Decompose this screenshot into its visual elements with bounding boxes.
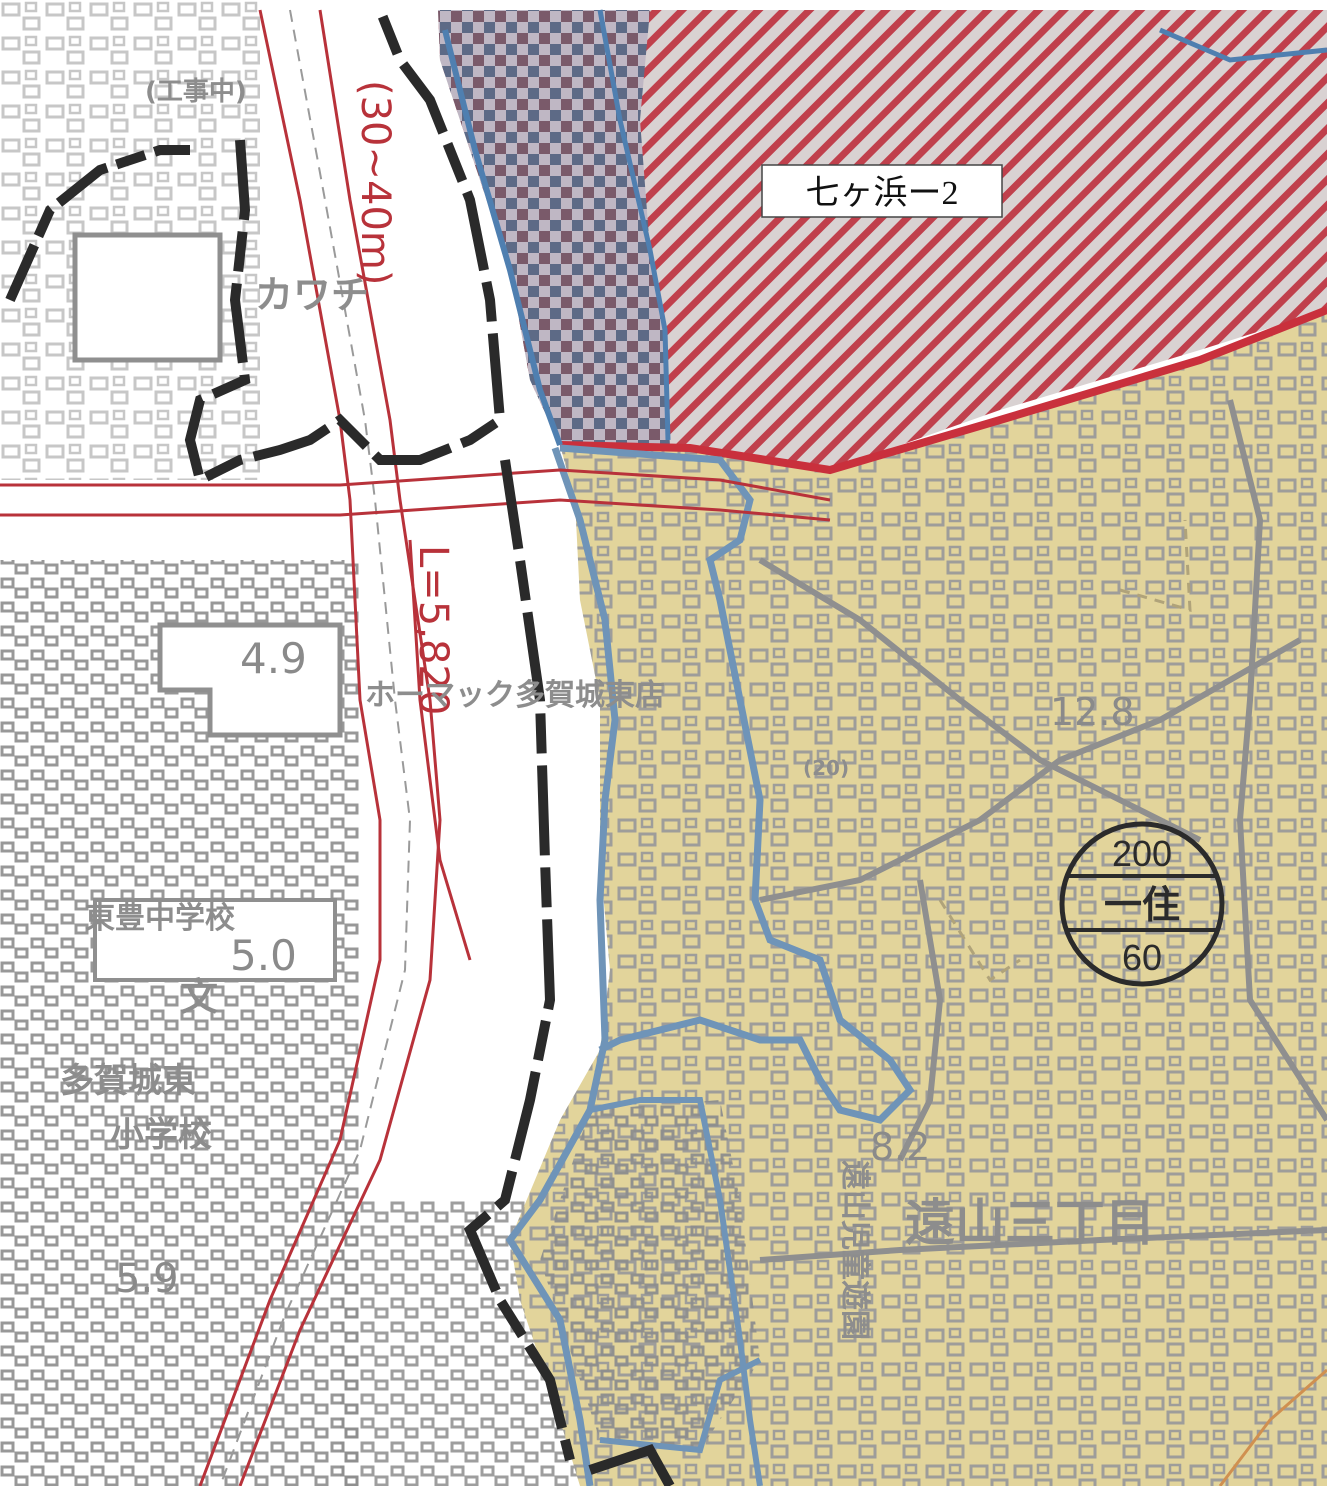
- building-homac: [157, 622, 343, 738]
- road-edge-east: [238, 9, 442, 1486]
- blue-zone-boundary-inner: [597, 9, 671, 441]
- road-edge-west: [198, 9, 382, 1486]
- school-elementary-top: 多賀城東: [60, 1061, 196, 1101]
- elevation-3: 5.9: [115, 1256, 179, 1302]
- elevation-2: 5.0: [230, 931, 297, 980]
- elevation-1: 4.9: [240, 634, 307, 683]
- blue-zone-boundary-west: [442, 29, 563, 447]
- black-boundary-loop: [184, 8, 506, 488]
- black-boundary-nw: [5, 145, 190, 303]
- elevation-5: 8.2: [870, 1125, 930, 1169]
- residential-dense-blocks: [540, 1100, 760, 1450]
- black-boundary-south: [588, 1443, 675, 1486]
- school-symbol: 文: [180, 975, 218, 1019]
- blue-zone-boundary-ne: [1159, 27, 1327, 63]
- dashed-path: [1119, 519, 1192, 613]
- school-middle-label: 東豊中学校: [85, 901, 235, 936]
- zoning-circle-ring: [1059, 821, 1225, 987]
- facility-label: カワチ: [255, 273, 369, 317]
- orange-line: [1218, 1368, 1327, 1486]
- zone-label-box[interactable]: 七ヶ浜ー2: [761, 164, 1003, 218]
- street-3: [897, 879, 944, 1162]
- blue-boundary-subarea: [559, 444, 915, 1124]
- school-elementary-bottom: 小学校: [110, 1115, 212, 1155]
- zone-label-background: [761, 164, 1003, 218]
- blue-boundary-south: [589, 1097, 763, 1486]
- elevation-4: 12.8: [1050, 690, 1135, 734]
- store-label: ホーマック多賀城東店: [365, 678, 665, 713]
- road-crossing-north: [0, 468, 831, 502]
- road-width-label: (30~40m): [352, 80, 398, 286]
- road-code-label: L=5,820: [410, 545, 456, 715]
- district-label: 遠山三丁目: [905, 1194, 1155, 1252]
- street-1: [758, 557, 1202, 843]
- children-park-label-group: 遠山児童遊園: [837, 1160, 872, 1340]
- black-boundary-east: [463, 459, 575, 1462]
- red-zone-boundary: [559, 306, 1327, 475]
- road-centerline: [219, 9, 412, 1486]
- zoning-floor-area-ratio: 200: [1112, 833, 1172, 874]
- street-2: [759, 637, 1302, 903]
- road-branch: [408, 539, 472, 961]
- road-crossing-south: [0, 498, 831, 522]
- zoning-circle[interactable]: 200 一住 60: [1059, 821, 1225, 987]
- school-grounds: [93, 898, 337, 982]
- dashed-path-2: [938, 899, 1021, 983]
- zoning-building-coverage: 60: [1122, 937, 1162, 978]
- checker-zone[interactable]: [438, 10, 670, 448]
- street-4: [759, 1227, 1327, 1263]
- building-kawachi: [72, 232, 223, 363]
- street-5: [1227, 399, 1327, 1122]
- children-park-label: 遠山児童遊園: [837, 1160, 872, 1340]
- construction-label: (工事中): [145, 77, 247, 107]
- route-marker: (20): [803, 756, 849, 780]
- zoning-use-district: 一住: [1104, 885, 1180, 927]
- zone-label: 七ヶ浜ー2: [806, 175, 959, 212]
- blue-boundary-main: [505, 446, 619, 1486]
